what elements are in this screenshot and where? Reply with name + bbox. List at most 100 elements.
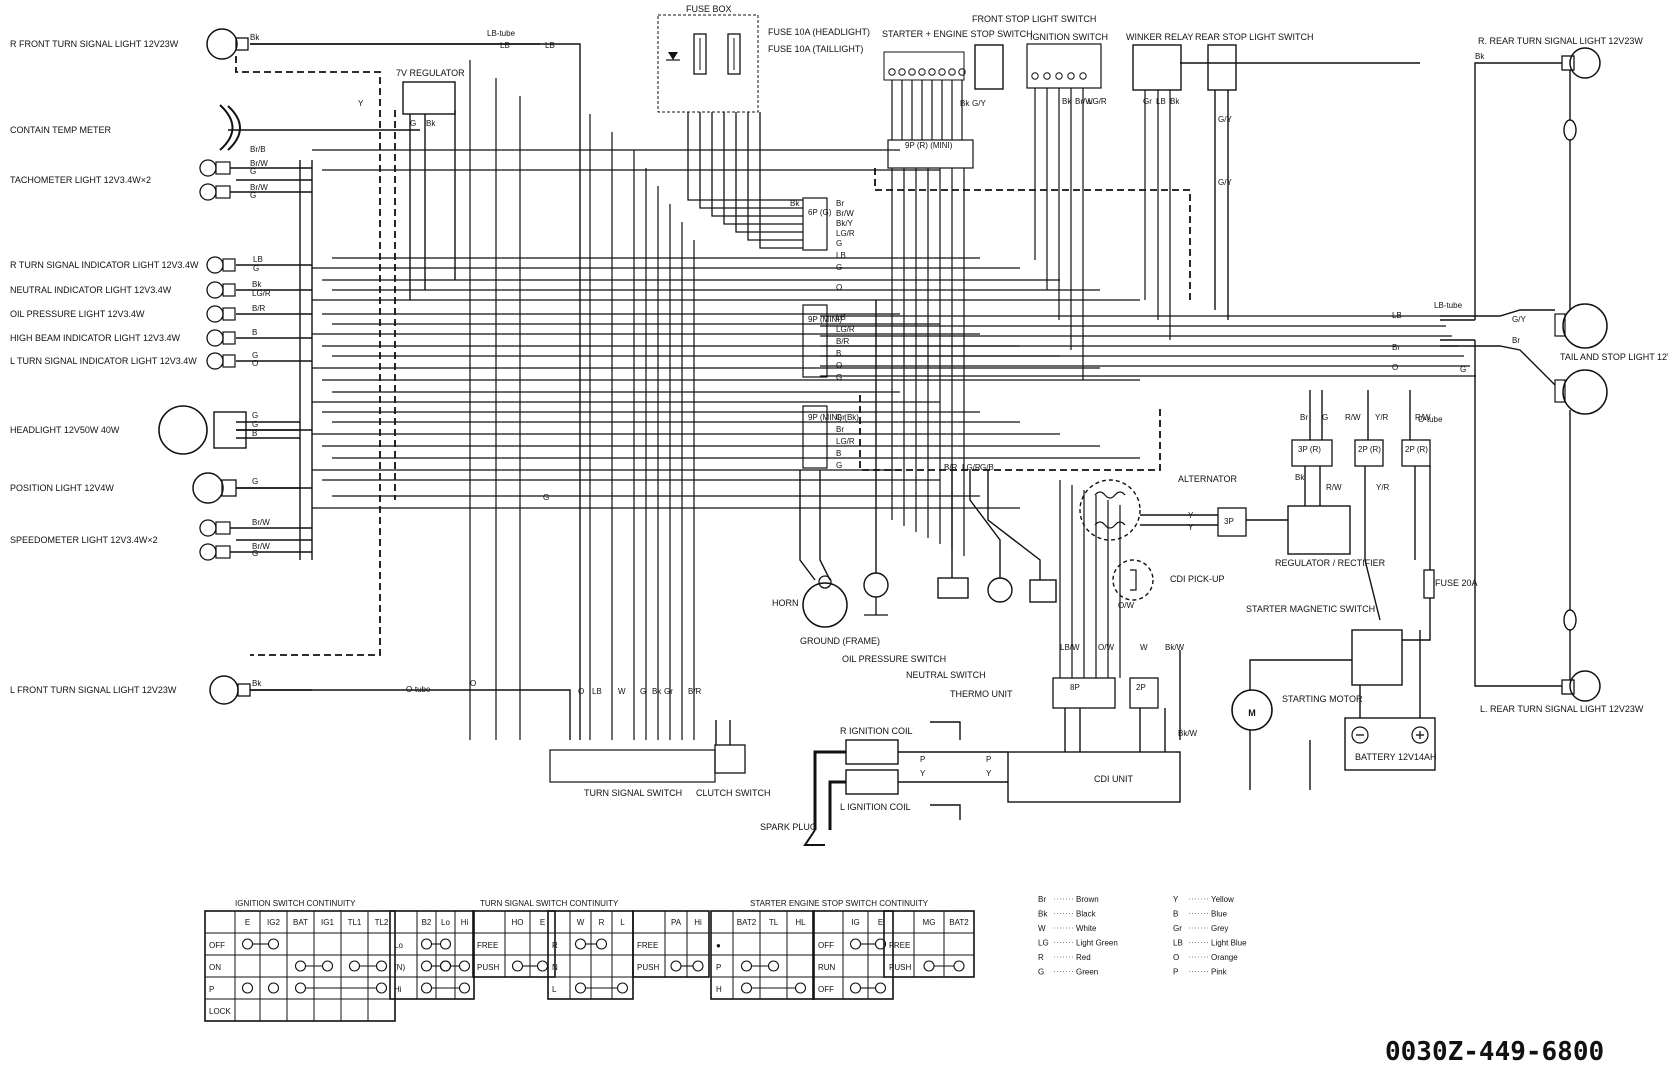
starter-col: E	[878, 918, 883, 927]
wire-code-label: Br/W	[1075, 97, 1093, 106]
starter-table-title: STARTER ENGINE STOP SWITCH CONTINUITY	[750, 899, 929, 908]
ground-frame	[863, 572, 889, 616]
wire-code-label: G	[836, 263, 842, 272]
label-l-front-turn: L FRONT TURN SIGNAL LIGHT 12V23W	[10, 685, 177, 695]
turn-col: Lo	[441, 918, 450, 927]
starting-motor-label: STARTING MOTOR	[1282, 694, 1363, 704]
legend-code: LB	[1173, 939, 1183, 948]
turn-table-title: TURN SIGNAL SWITCH CONTINUITY	[480, 899, 619, 908]
label-headlight: HEADLIGHT 12V50W 40W	[10, 425, 120, 435]
regulator-rectifier-label: REGULATOR / RECTIFIER	[1275, 558, 1386, 568]
fuse-20a-label: FUSE 20A	[1435, 578, 1478, 588]
turn-col: L	[620, 918, 625, 927]
turn-col: E	[540, 918, 545, 927]
label-tacho-light: TACHOMETER LIGHT 12V3.4W×2	[10, 175, 151, 185]
starter-magnetic-label: STARTER MAGNETIC SWITCH	[1246, 604, 1375, 614]
turn-col: B2	[422, 918, 432, 927]
wire-code-label: Bk	[652, 687, 662, 696]
wire-code-label: Bk/Y	[836, 219, 854, 228]
wire-code-label: LB	[1156, 97, 1166, 106]
wire-code-label: G/Y	[972, 99, 986, 108]
turn-row: N	[552, 963, 558, 972]
wire-code-label: W	[618, 687, 626, 696]
fuse-taillight-label: FUSE 10A (TAILLIGHT)	[768, 44, 863, 54]
ignition-col-1: E	[245, 918, 250, 927]
battery	[1344, 717, 1436, 771]
starter-engine-stop-switch	[883, 51, 966, 81]
clutch-switch-label: CLUTCH SWITCH	[696, 788, 771, 798]
starter-col: BAT2	[737, 918, 757, 927]
wire-code-label: O	[836, 361, 842, 370]
starter-col: BAT2	[949, 918, 969, 927]
alternator	[1079, 479, 1141, 541]
label-l-turn-ind: L TURN SIGNAL INDICATOR LIGHT 12V3.4W	[10, 356, 197, 366]
r-front-turn-bulb	[206, 28, 249, 60]
wire-code-label: R/W	[1345, 413, 1361, 422]
legend-name: White	[1076, 924, 1097, 933]
starter-row: ●	[716, 941, 721, 950]
oil-pressure-switch	[937, 577, 969, 599]
legend-name: Green	[1076, 968, 1098, 977]
battery-label: BATTERY 12V14AH	[1355, 752, 1437, 762]
wire-code-label: Bk	[1170, 97, 1180, 106]
wire-code-label: LB	[545, 41, 555, 50]
front-stop-switch-label: FRONT STOP LIGHT SWITCH	[972, 14, 1096, 24]
turn-col: HO	[512, 918, 524, 927]
wire-code-label: Gr	[1143, 97, 1152, 106]
connector-2p-r2-label: 2P (R)	[1405, 445, 1428, 454]
tail-stop-label: TAIL AND STOP LIGHT 12V8/23W×2	[1560, 352, 1668, 362]
fuse-20a	[1423, 569, 1435, 599]
starter-row: PUSH	[889, 963, 911, 972]
rear-turn-wire-right	[1474, 62, 1577, 687]
starter-row: P	[716, 963, 721, 972]
wire-code-label: Br	[1392, 343, 1400, 352]
turn-col: PA	[671, 918, 682, 927]
neutral-switch-label: NEUTRAL SWITCH	[906, 670, 986, 680]
wire-code-label: B	[252, 429, 257, 438]
label-contain-temp: CONTAIN TEMP METER	[10, 125, 112, 135]
wire-code-label: Br	[836, 199, 844, 208]
wire-code-label: LG/R	[836, 229, 855, 238]
wire-code-label: G	[252, 420, 258, 429]
dashed-frame-lines	[235, 56, 1191, 656]
wire-code-label: G	[640, 687, 646, 696]
starter-col: IG	[851, 918, 859, 927]
wire-code-label: O	[578, 687, 584, 696]
wire-code-label: Br/W	[250, 183, 268, 192]
label-speedo: SPEEDOMETER LIGHT 12V3.4W×2	[10, 535, 158, 545]
legend-code: Br	[1038, 895, 1046, 904]
starter-magnetic-switch	[1351, 629, 1403, 686]
ignition-col-5: TL1	[348, 918, 362, 927]
wire-code-label: G	[252, 351, 258, 360]
wire-code-label: Bk	[252, 280, 262, 289]
turn-row: PUSH	[477, 963, 499, 972]
turn-row: FREE	[637, 941, 658, 950]
ignition-coils	[803, 739, 899, 846]
wire-code-label: B	[836, 449, 841, 458]
wire-code-label: O/W	[1098, 643, 1114, 652]
ignition-row-3: LOCK	[209, 1007, 231, 1016]
wire-code-label: Bk	[790, 199, 800, 208]
regulator-7v-label: 7V REGULATOR	[396, 68, 465, 78]
wire-code-label: Bk/W	[1165, 643, 1185, 652]
wire-code-label: Y	[1188, 523, 1194, 532]
label-r-front-turn: R FRONT TURN SIGNAL LIGHT 12V23W	[10, 39, 179, 49]
turn-row: PUSH	[637, 963, 659, 972]
wire-code-label: O	[470, 679, 476, 688]
cdi-pickup-label: CDI PICK-UP	[1170, 574, 1225, 584]
wire-code-label: O	[252, 359, 258, 368]
legend-name: Grey	[1211, 924, 1228, 933]
r-rear-turn-label: R. REAR TURN SIGNAL LIGHT 12V23W	[1478, 36, 1643, 46]
motor-symbol: M	[1248, 708, 1256, 718]
wire-code-label: G	[410, 119, 416, 128]
wire-code-label: Br	[1300, 413, 1308, 422]
connector-2p-r-1	[1354, 439, 1384, 467]
wire-code-label: Bk	[426, 119, 436, 128]
starter-row: FREE	[889, 941, 910, 950]
label-position: POSITION LIGHT 12V4W	[10, 483, 114, 493]
turn-col: R	[599, 918, 605, 927]
winker-relay-label: WINKER RELAY	[1126, 32, 1193, 42]
starter-col: HL	[795, 918, 806, 927]
legend-name: Orange	[1211, 953, 1238, 962]
